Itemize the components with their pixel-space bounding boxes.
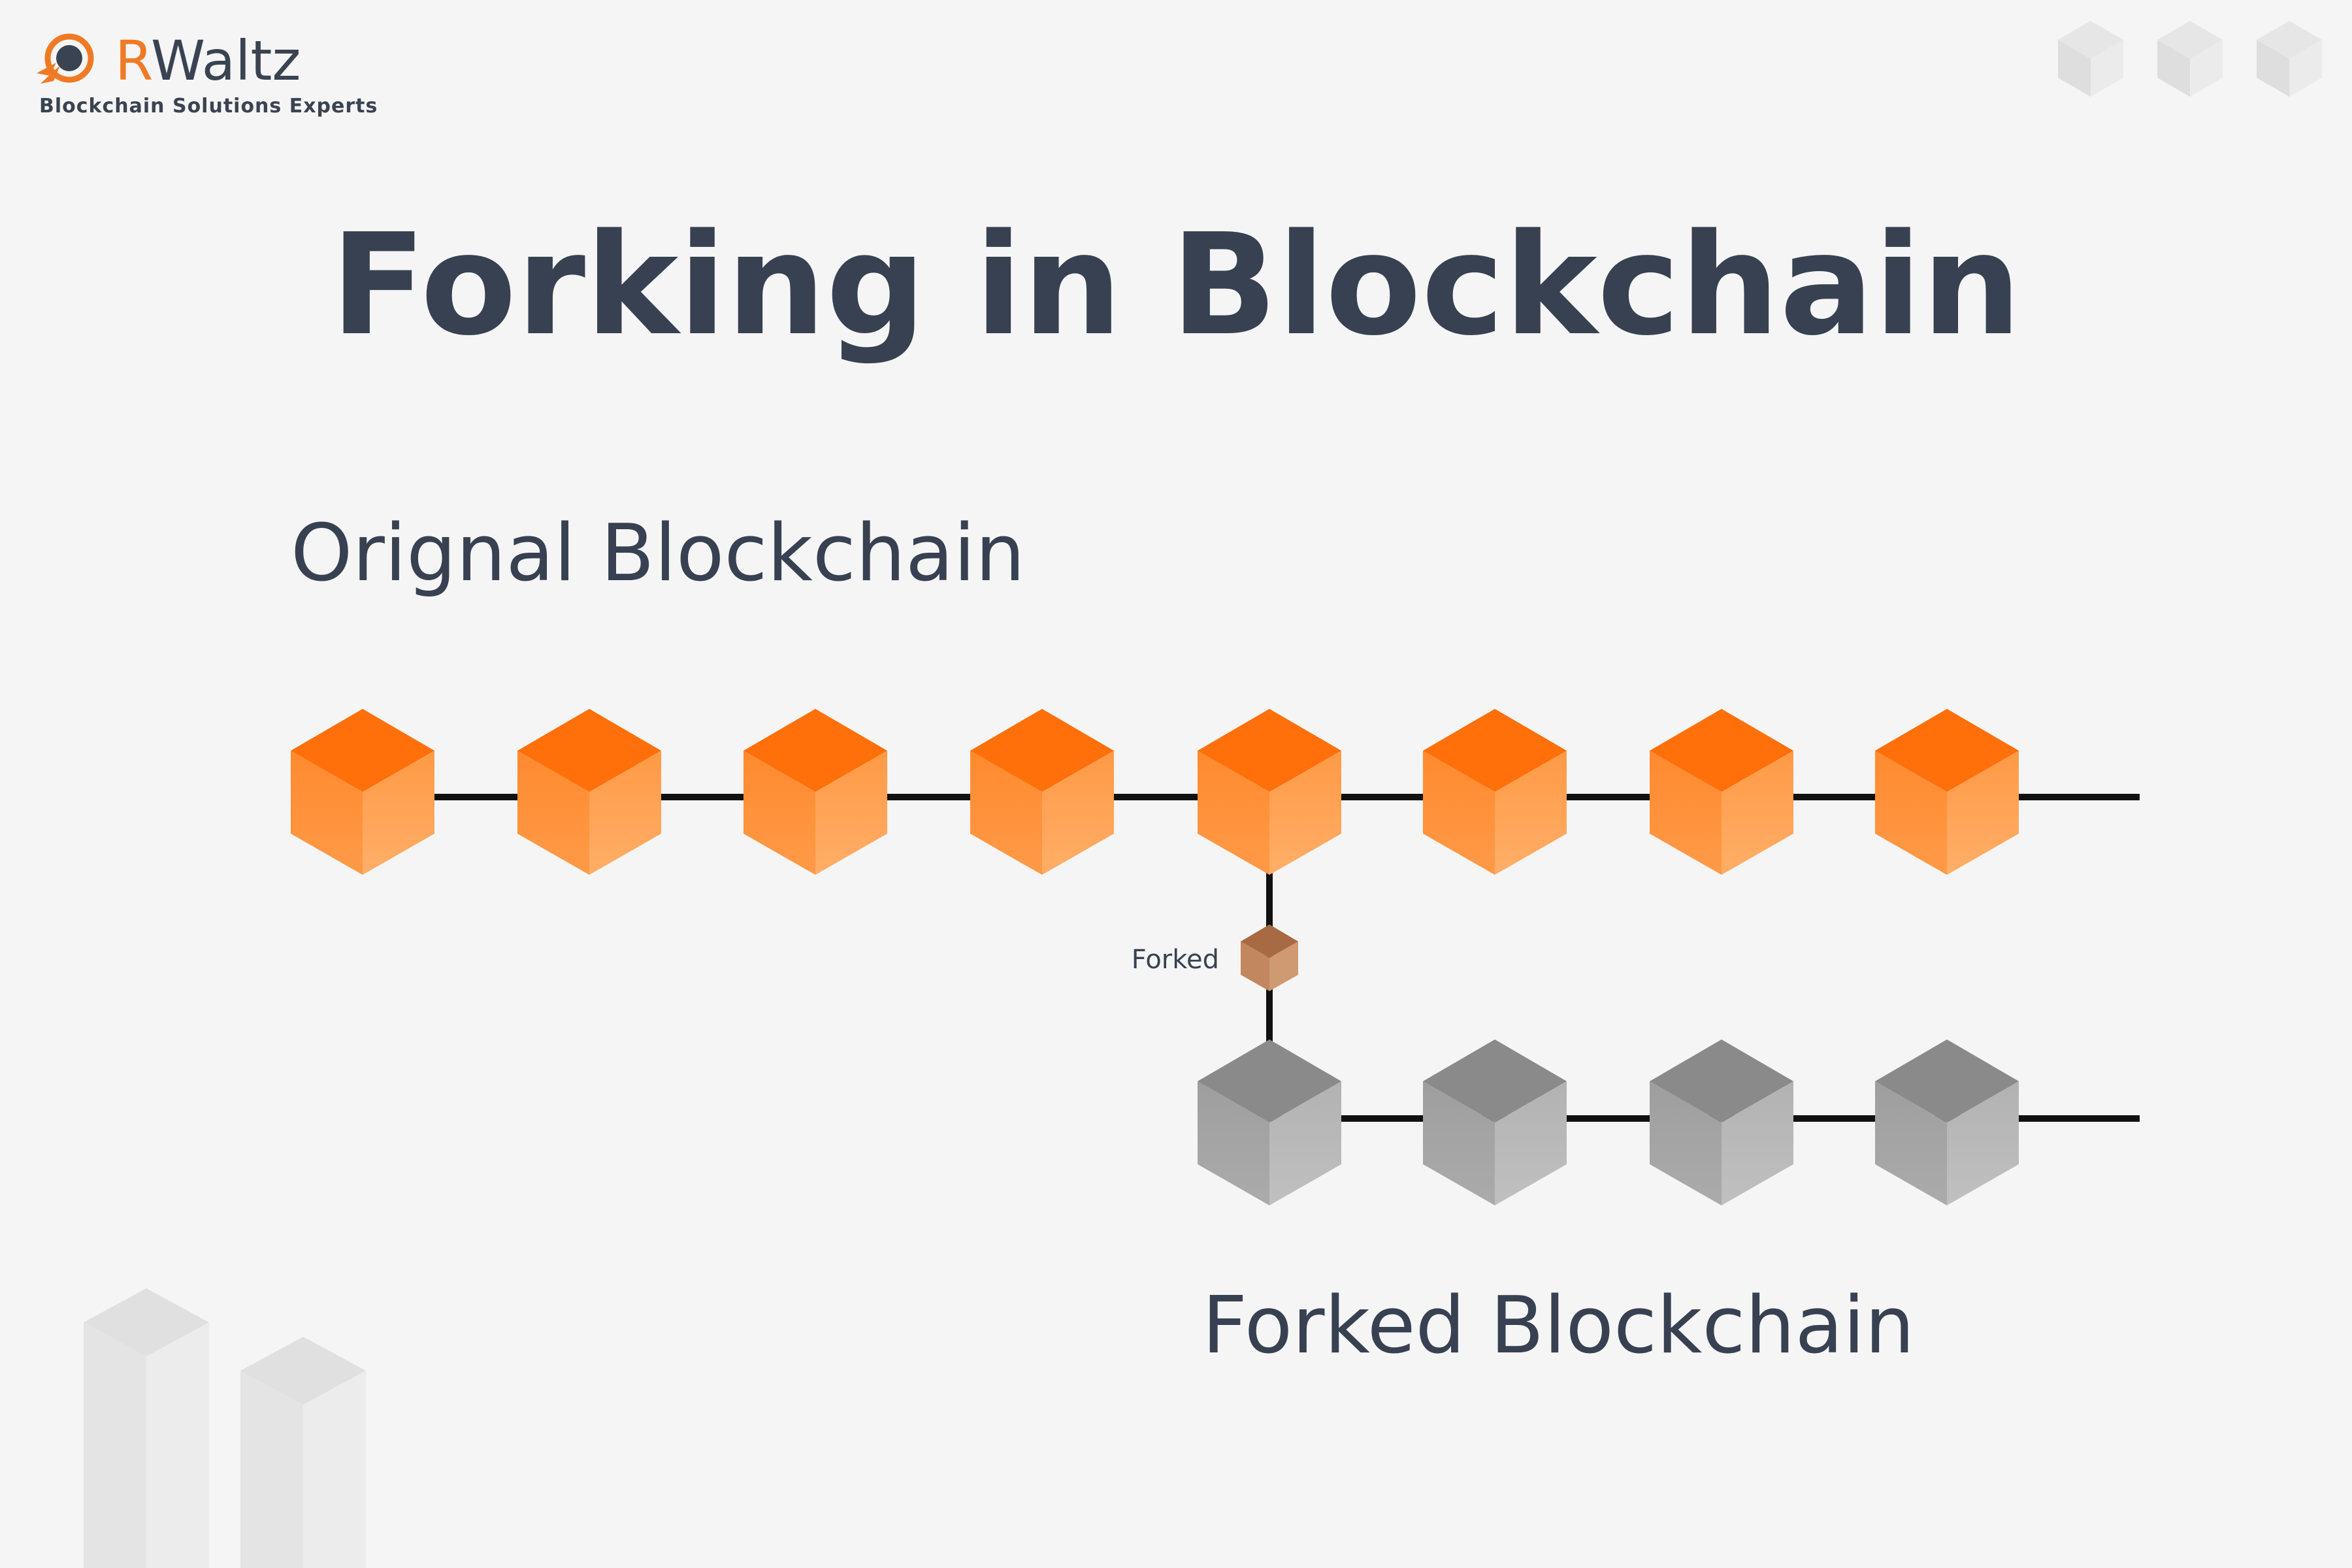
building-icon <box>84 1288 209 1568</box>
original-chain <box>291 709 2019 875</box>
rocket-orbit-icon <box>37 33 94 84</box>
building-icon <box>240 1337 366 1568</box>
original-block <box>743 709 887 875</box>
original-block-fork-point <box>1198 709 1341 875</box>
forked-block <box>1875 1039 2019 1205</box>
forked-block <box>1650 1039 1793 1205</box>
original-block <box>517 709 661 875</box>
brand-tagline: Blockchain Solutions Experts <box>39 95 378 118</box>
brand-name: RWaltz <box>115 29 301 93</box>
original-block <box>1875 709 2019 875</box>
fork-marker-cube <box>1241 924 1298 991</box>
page-title: Forking in Blockchain <box>331 204 2021 367</box>
brand-logo: RWaltz Blockchain Solutions Experts <box>37 29 378 118</box>
decor-cubes <box>2058 21 2322 97</box>
forked-block <box>1198 1039 1341 1205</box>
original-block <box>970 709 1114 875</box>
fork-point-label: Forked <box>1132 945 1219 975</box>
cube-icon <box>2257 21 2322 97</box>
fork-marker: Forked <box>1132 924 1298 991</box>
forked-chain <box>1198 1039 2019 1205</box>
original-block <box>1650 709 1793 875</box>
forked-chain-label: Forked Blockchain <box>1202 1281 1914 1371</box>
original-block <box>291 709 434 875</box>
original-block <box>1423 709 1567 875</box>
original-chain-label: Orignal Blockchain <box>291 508 1025 599</box>
decor-buildings <box>84 1288 366 1568</box>
forked-block <box>1423 1039 1567 1205</box>
cube-icon <box>2058 21 2123 97</box>
cube-icon <box>2157 21 2223 97</box>
